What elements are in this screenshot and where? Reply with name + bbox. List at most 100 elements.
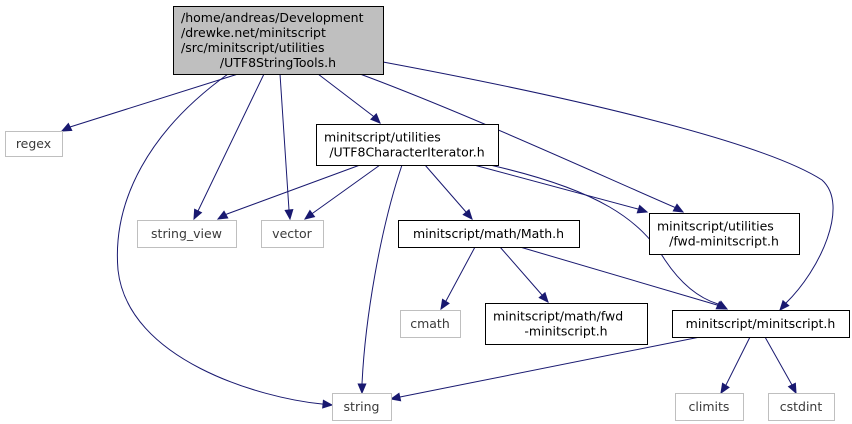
edge-line xyxy=(519,246,727,310)
edge-minitscript_h-to-cstdint xyxy=(764,336,797,395)
arrowhead-icon xyxy=(303,209,316,220)
node-box xyxy=(332,393,392,421)
node-label-line: cstdint xyxy=(780,399,823,414)
node-box xyxy=(398,220,580,248)
node-label-line: minitscript/math/fwd xyxy=(493,309,623,324)
edge-line xyxy=(279,73,291,220)
edge-utf8stringtools-to-utf8characteriterator xyxy=(317,73,381,124)
node-math[interactable]: minitscript/math/Math.h xyxy=(398,220,580,248)
edge-line xyxy=(382,61,834,311)
edge-line xyxy=(424,164,473,220)
node-label-line: minitscript/utilities xyxy=(657,219,774,234)
node-climits: climits xyxy=(675,393,744,421)
node-label-line: /UTF8StringTools.h xyxy=(220,55,336,70)
node-label-line: vector xyxy=(272,226,313,241)
node-string-view: string_view xyxy=(137,220,237,248)
arrowhead-icon xyxy=(322,399,334,409)
arrowhead-icon xyxy=(672,203,685,213)
arrowhead-icon xyxy=(193,208,203,221)
edge-utf8stringtools-to-string_view xyxy=(193,73,265,221)
node-label-line: cmath xyxy=(410,316,450,331)
edge-line xyxy=(440,246,476,310)
arrowhead-icon xyxy=(462,208,473,220)
arrowhead-icon xyxy=(284,209,294,221)
node-box xyxy=(768,393,835,421)
edge-line xyxy=(361,164,403,393)
node-fwd-math[interactable]: minitscript/math/fwd-minitscript.h xyxy=(485,303,648,345)
node-box xyxy=(261,220,324,248)
edge-line xyxy=(193,73,265,220)
node-utf8stringtools[interactable]: /home/andreas/Development/drewke.net/min… xyxy=(173,6,384,75)
edge-utf8characteriterator-to-fwd_utilities xyxy=(473,164,649,214)
node-label-line: minitscript/utilities xyxy=(324,130,441,145)
edge-line xyxy=(764,336,797,394)
edge-utf8characteriterator-to-string xyxy=(357,164,403,395)
node-label-line: string xyxy=(344,399,380,414)
node-label-line: minitscript/minitscript.h xyxy=(686,316,836,331)
edge-line xyxy=(61,73,239,132)
arrowhead-icon xyxy=(720,382,730,395)
edge-line xyxy=(473,164,648,213)
arrowhead-icon xyxy=(636,204,649,214)
node-utf8characteriterator[interactable]: minitscript/utilities/UTF8CharacterItera… xyxy=(316,124,499,166)
edge-line xyxy=(304,164,381,220)
arrowhead-icon xyxy=(60,122,73,132)
arrowhead-icon xyxy=(779,299,790,311)
node-label-line: string_view xyxy=(151,226,222,241)
edge-utf8characteriterator-to-string_view xyxy=(216,164,361,220)
edge-math-to-minitscript_h xyxy=(519,246,728,310)
edge-line xyxy=(359,73,684,213)
node-label-line: minitscript/math/Math.h xyxy=(413,226,564,241)
edge-utf8stringtools-to-fwd_utilities xyxy=(359,73,685,213)
edge-line xyxy=(116,73,333,406)
edge-minitscript_h-to-climits xyxy=(720,336,751,395)
edge-line xyxy=(390,336,701,400)
node-label-line: /fwd-minitscript.h xyxy=(669,234,779,249)
edge-utf8stringtools-to-minitscript_h xyxy=(382,61,834,311)
node-label-line: regex xyxy=(16,136,51,151)
node-box xyxy=(137,220,237,248)
arrowhead-icon xyxy=(389,392,402,402)
node-label-line: /drewke.net/minitscript xyxy=(181,25,326,40)
node-label-line: /UTF8CharacterIterator.h xyxy=(329,145,484,160)
nodes-layer: /home/andreas/Development/drewke.net/min… xyxy=(5,6,850,421)
node-box xyxy=(5,131,63,157)
edge-math-to-fwd_math xyxy=(499,246,549,303)
node-string: string xyxy=(332,393,392,421)
node-fwd-utilities[interactable]: minitscript/utilities/fwd-minitscript.h xyxy=(649,213,800,255)
edge-utf8stringtools-to-regex xyxy=(60,73,239,132)
edge-line xyxy=(317,73,381,124)
arrowhead-icon xyxy=(440,298,450,311)
arrowhead-icon xyxy=(357,383,367,395)
node-label-line: /src/minitscript/utilities xyxy=(181,40,324,55)
edge-utf8characteriterator-to-math xyxy=(424,164,473,220)
node-cstdint: cstdint xyxy=(768,393,835,421)
node-vector: vector xyxy=(261,220,324,248)
edges-layer xyxy=(60,61,834,409)
edge-utf8stringtools-to-vector xyxy=(279,73,294,221)
arrowhead-icon xyxy=(370,113,381,124)
node-box xyxy=(672,310,850,338)
edge-line xyxy=(499,246,549,303)
node-box xyxy=(485,303,648,345)
edge-math-to-cmath xyxy=(440,246,476,311)
node-label-line: climits xyxy=(689,399,730,414)
arrowhead-icon xyxy=(787,382,797,395)
arrowhead-icon xyxy=(216,210,229,220)
edge-utf8characteriterator-to-vector xyxy=(303,164,381,220)
edge-minitscript_h-to-string xyxy=(389,336,701,402)
arrowhead-icon xyxy=(538,291,549,303)
node-minitscript-h[interactable]: minitscript/minitscript.h xyxy=(672,310,850,338)
node-label-line: /home/andreas/Development xyxy=(181,10,364,25)
node-box xyxy=(649,213,800,255)
arrowhead-icon xyxy=(715,300,728,310)
node-box xyxy=(675,393,744,421)
node-box xyxy=(400,310,461,338)
node-cmath: cmath xyxy=(400,310,461,338)
edge-utf8stringtools-to-string xyxy=(116,73,334,409)
node-box xyxy=(316,124,499,166)
node-regex: regex xyxy=(5,131,63,157)
node-label-line: -minitscript.h xyxy=(524,324,607,339)
node-box xyxy=(173,6,384,75)
